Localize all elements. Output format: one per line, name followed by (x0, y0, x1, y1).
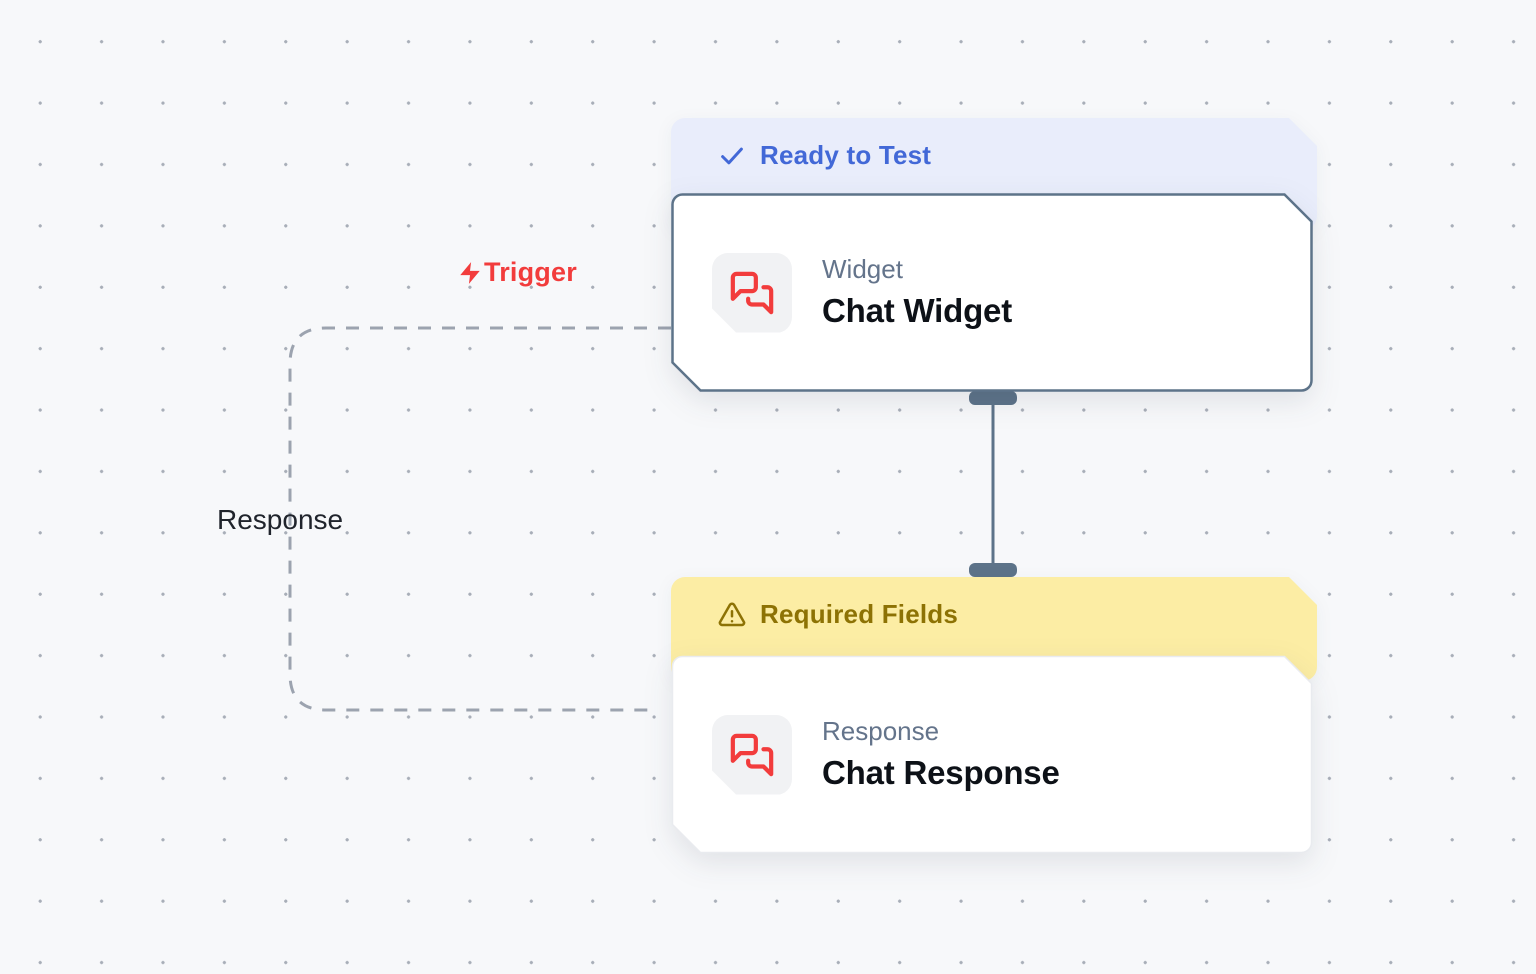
node-title: Chat Widget (822, 291, 1012, 329)
node-chat-response[interactable]: Response Chat Response (671, 655, 1313, 854)
response-edge-label: Response (217, 504, 343, 536)
node-icon-tile (712, 253, 792, 333)
node-type-label: Widget (822, 254, 903, 285)
node-chat-widget[interactable]: Widget Chat Widget (671, 193, 1313, 392)
badge-label: Required Fields (760, 599, 959, 629)
badge-shape (671, 577, 1317, 681)
node-type-label: Response (822, 716, 940, 747)
output-port-chat-widget[interactable] (969, 391, 1017, 405)
node-title: Chat Response (822, 753, 1060, 791)
chat-bubbles-icon (729, 732, 775, 778)
chat-bubbles-icon (729, 270, 775, 316)
node-shape (671, 655, 1313, 854)
badge-label: Ready to Test (760, 140, 932, 170)
zap-icon (460, 261, 480, 284)
input-port-chat-response[interactable] (969, 563, 1017, 577)
node-shape (671, 193, 1313, 392)
trigger-edge-label: Trigger (457, 257, 577, 288)
response-edge-label-text: Response (217, 504, 344, 535)
trigger-edge-label-text: Trigger (484, 257, 577, 287)
status-badge-required-fields: Required Fields (671, 577, 1317, 681)
check-icon (721, 147, 743, 164)
warning-icon (718, 602, 746, 626)
node-icon-tile (712, 715, 792, 795)
edge-response-loop[interactable] (288, 326, 671, 712)
